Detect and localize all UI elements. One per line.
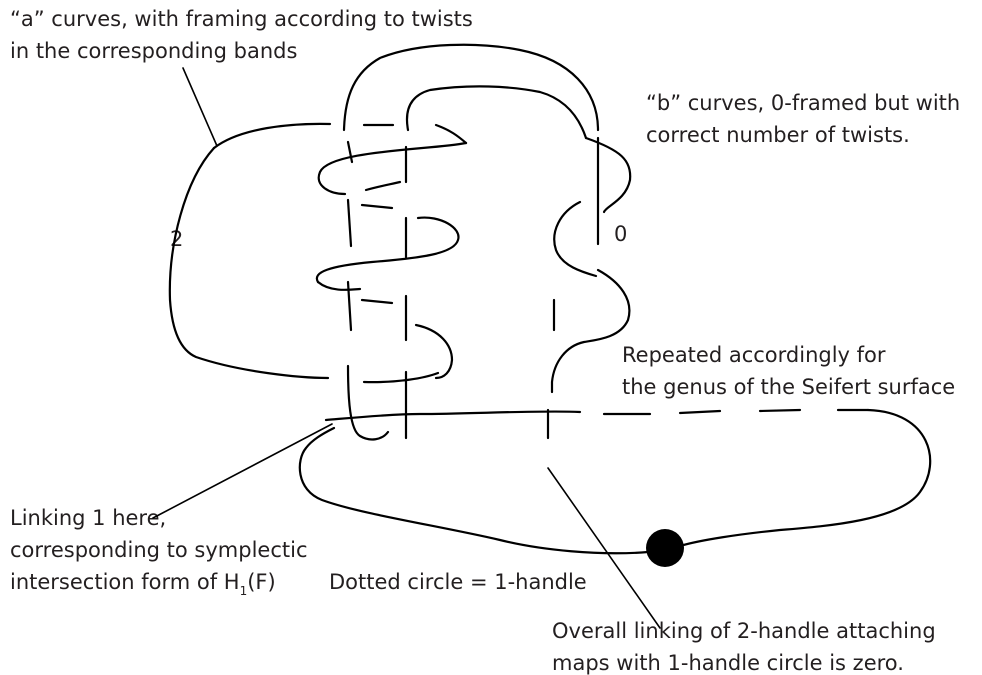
twist-loop-3 <box>414 323 454 380</box>
band-left-vertical-1 <box>346 140 354 164</box>
linking-one-suffix: (F) <box>247 570 275 594</box>
a-curves-label-line1: “a” curves, with framing according to tw… <box>10 7 473 31</box>
twist-loop-1b <box>364 180 402 192</box>
b-curve-framing-number: 0 <box>614 222 627 246</box>
b-curves-label-line1: “b” curves, 0-framed but with <box>646 91 960 115</box>
linking-one-subscript: 1 <box>240 584 248 598</box>
overall-linking-label-line1: Overall linking of 2-handle attaching <box>552 619 936 643</box>
b-curve-right-strands <box>546 136 632 440</box>
band-crossing-dash-1 <box>360 203 394 210</box>
a-curve-top-bar-dash2 <box>434 123 468 145</box>
overall-linking-leader-line <box>547 467 661 629</box>
linking-one-leader-line <box>152 423 333 519</box>
repeated-label-line2: the genus of the Seifert surface <box>622 375 955 399</box>
one-handle-top-solid <box>324 410 582 422</box>
linking-one-label-line1: Linking 1 here, <box>10 506 166 530</box>
b-curves-label-line2: correct number of twists. <box>646 123 910 147</box>
a-curve-bottom-return <box>362 371 440 384</box>
twist-loop-1 <box>317 141 468 196</box>
one-handle-top-dash-3 <box>758 408 802 413</box>
dotted-circle-label: Dotted circle = 1-handle <box>329 570 587 594</box>
one-handle-right-loop <box>678 408 932 548</box>
a-curve-top-bar-left <box>212 122 332 150</box>
one-handle-top-dash-2 <box>678 409 722 415</box>
band-crossing-dash-2 <box>360 298 394 305</box>
a-curve-band-strands <box>342 43 600 441</box>
a-curve-outer-loop <box>168 122 468 384</box>
linking-one-label-line2: corresponding to symplectic <box>10 538 308 562</box>
band-left-upper-arch <box>342 43 600 132</box>
a-curves-label-line2: in the corresponding bands <box>10 39 297 63</box>
b-curve-right-lower <box>550 268 631 394</box>
overall-linking-label-line2: maps with 1-handle circle is zero. <box>552 651 904 675</box>
b-curve-top-right <box>584 136 632 214</box>
band-left-vertical-2 <box>346 198 353 248</box>
twist-loop-2 <box>315 216 460 284</box>
one-handle-circle <box>298 408 932 567</box>
linking-one-prefix: intersection form of H <box>10 570 240 594</box>
one-handle-bottom <box>298 426 650 555</box>
band-left-vertical-4 <box>346 364 390 441</box>
a-curves-leader-line <box>182 67 218 147</box>
b-curve-left-wiggle <box>553 200 598 278</box>
twist-loop-2b <box>316 280 362 291</box>
linking-one-label-line3: intersection form of H1(F) <box>10 570 276 598</box>
repeated-label-line1: Repeated accordingly for <box>622 343 886 367</box>
a-curve-left-arc <box>168 146 330 380</box>
one-handle-dot <box>646 529 684 567</box>
band-inner-upper-arch <box>405 85 588 140</box>
a-curve-twist-loops <box>315 141 468 380</box>
